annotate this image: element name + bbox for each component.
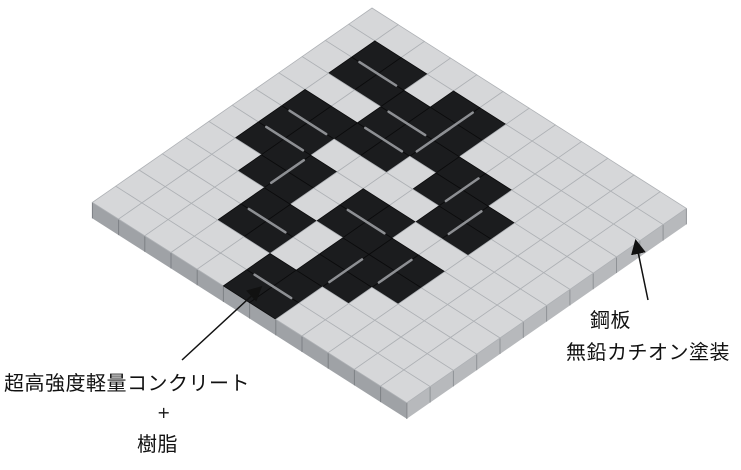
steel-plate-slot	[346, 208, 386, 235]
concrete-block-cell	[379, 369, 431, 404]
steel-plate-slot	[415, 127, 451, 153]
steel-plate-slot	[358, 60, 398, 87]
steel-plate-slot	[247, 207, 287, 234]
tile-board	[91, 7, 688, 419]
resin-label: 樹脂	[137, 432, 178, 456]
steel-plate-slot	[328, 258, 364, 284]
steel-plate-slot	[377, 258, 413, 284]
steel-callout-arrow	[631, 239, 649, 301]
steel-plate-slot	[447, 210, 483, 236]
steel-plate-slot	[444, 177, 480, 203]
lead-free-cationic-coating-label: 無鉛カチオン塗装	[566, 340, 730, 364]
steel-plate-label: 鋼板	[590, 308, 631, 332]
steel-plate-slot	[265, 125, 305, 152]
steel-plate-slot	[253, 273, 293, 300]
callout-lines	[181, 239, 649, 361]
concrete-callout-arrow	[181, 285, 263, 361]
steel-plate-slot	[364, 126, 404, 153]
steel-plate-slot	[288, 109, 328, 136]
steel-plate-slot	[387, 110, 427, 137]
concrete-resin-label: 超高強度軽量コンクリート	[4, 371, 250, 395]
steel-plate-slot	[269, 158, 306, 185]
plus-label: +	[157, 403, 171, 422]
